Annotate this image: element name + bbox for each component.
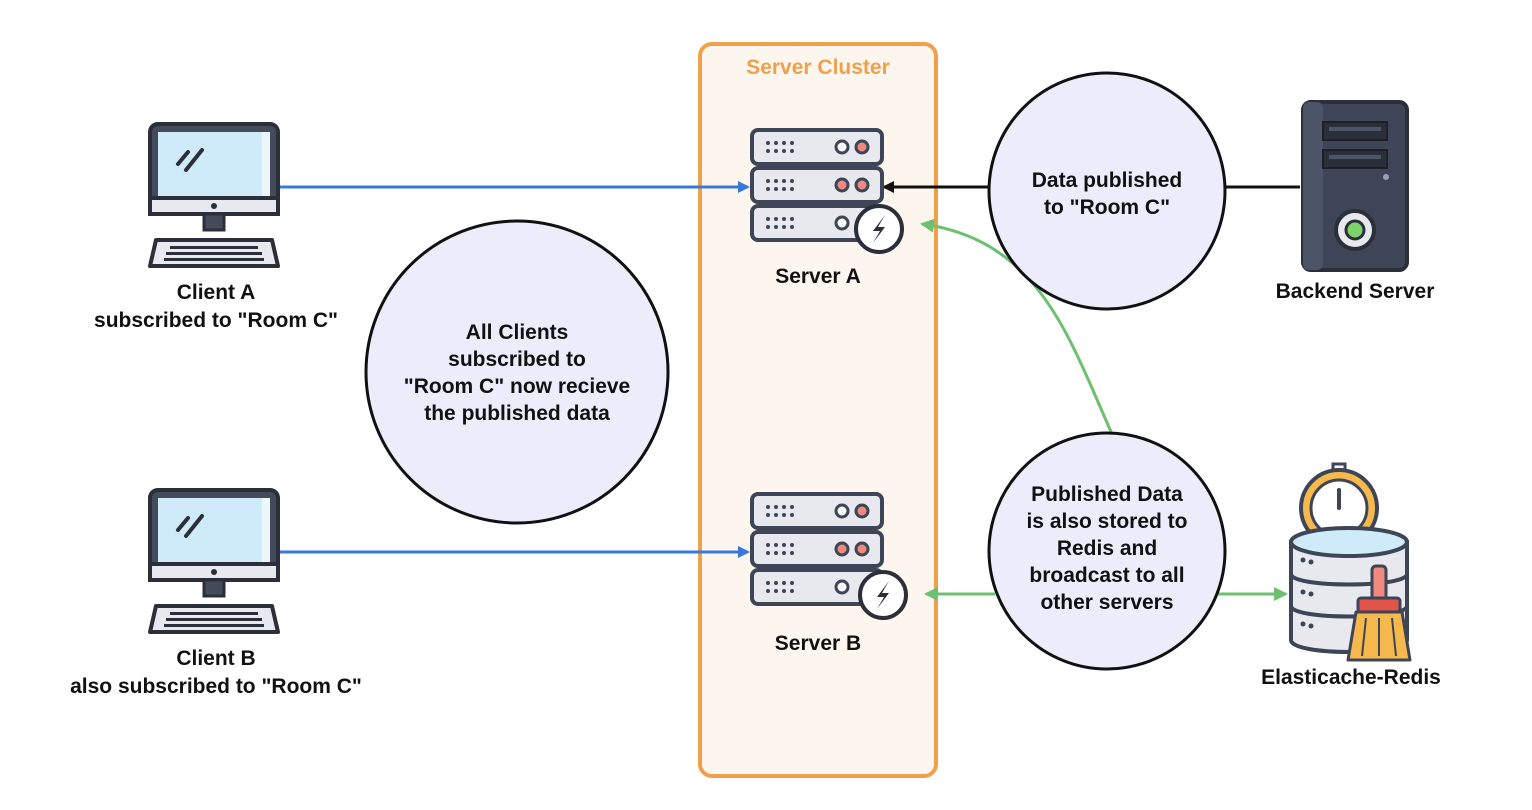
- broadcast-note-line: All Clients: [466, 321, 569, 344]
- server-b-label: Server B: [775, 632, 861, 655]
- broadcast-note-line: "Room C" now recieve: [404, 375, 630, 398]
- server-b-socket-icon: [858, 570, 908, 620]
- publish-note-line: Data published: [1032, 169, 1183, 192]
- redis-note-line: Published Data: [1031, 483, 1183, 506]
- redis-note-line: other servers: [1040, 591, 1173, 614]
- client-b-label: Client B: [176, 647, 255, 670]
- backend-server-icon: [1301, 100, 1409, 272]
- publish-note: Data published to "Room C": [987, 71, 1227, 311]
- client-a-label: Client A: [177, 281, 256, 304]
- server-a-socket-icon: [854, 204, 904, 254]
- broadcast-note-line: subscribed to: [448, 348, 586, 371]
- backend-server-label: Backend Server: [1276, 280, 1435, 303]
- server-a-label: Server A: [775, 265, 861, 288]
- broadcast-note: All Clients subscribed to "Room C" now r…: [364, 219, 670, 525]
- redis-to-server-a-arrow: [920, 218, 1114, 435]
- client-a-computer-icon: [148, 122, 280, 268]
- broadcast-note-line: the published data: [424, 402, 610, 425]
- client-b-computer-icon: [148, 488, 280, 634]
- redis-note-line: is also stored to: [1026, 510, 1187, 533]
- redis-database-icon: [1289, 462, 1412, 662]
- publish-note-line: to "Room C": [1044, 196, 1170, 219]
- client-a-subscription: subscribed to "Room C": [94, 309, 338, 332]
- server-cluster-title: Server Cluster: [746, 56, 890, 79]
- client-b-subscription: also subscribed to "Room C": [70, 675, 362, 698]
- redis-note: Published Data is also stored to Redis a…: [987, 431, 1227, 671]
- redis-note-line: Redis and: [1057, 537, 1157, 560]
- redis-note-line: broadcast to all: [1029, 564, 1184, 587]
- redis-label: Elasticache-Redis: [1261, 666, 1441, 689]
